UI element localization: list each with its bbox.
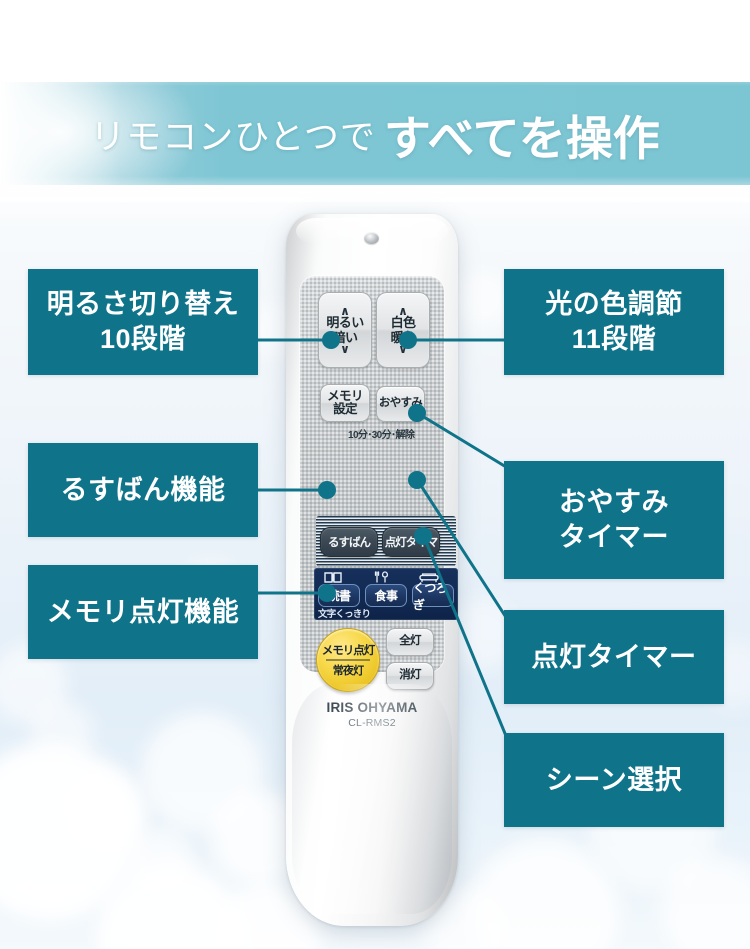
callout-rusuban[interactable]: るすばん機能 xyxy=(28,443,258,537)
color-temperature-key[interactable]: ∧ 白色 暖色 ∨ xyxy=(376,292,430,368)
callout-brightness[interactable]: 明るさ切り替え 10段階 xyxy=(28,269,258,375)
bokeh-light xyxy=(452,270,512,330)
callout-memory-light[interactable]: メモリ点灯機能 xyxy=(28,565,258,659)
callout-on-timer[interactable]: 点灯タイマー xyxy=(504,610,724,704)
page-title: リモコンひとつで すべてを操作 xyxy=(0,96,750,172)
brightness-up-label: 明るい xyxy=(326,315,364,331)
scene-panel: 読書 食事 くつろぎ 文字くっきり xyxy=(314,568,458,620)
callout-scene-select[interactable]: シーン選択 xyxy=(504,733,724,827)
book-icon xyxy=(322,571,344,583)
model-number: CL-RMS2 xyxy=(348,717,396,729)
memory-set-line1: メモリ xyxy=(327,389,363,404)
on-timer-key[interactable]: 点灯タイマ xyxy=(382,527,440,557)
callout-color-adjust[interactable]: 光の色調節 11段階 xyxy=(504,269,724,375)
rusuban-key[interactable]: るすばん xyxy=(320,527,378,557)
callout-on-timer-line1: 点灯タイマー xyxy=(531,641,697,672)
callout-memory-light-line1: メモリ点灯機能 xyxy=(46,596,240,627)
memory-set-line2: 設定 xyxy=(333,402,357,416)
callout-scene-select-line1: シーン選択 xyxy=(545,764,683,795)
scene-reading-key[interactable]: 読書 xyxy=(318,584,360,607)
memory-set-key[interactable]: メモリ 設定 xyxy=(320,384,370,422)
callout-color-adjust-line2: 11段階 xyxy=(571,324,657,354)
callout-rusuban-line1: るすばん機能 xyxy=(60,474,226,505)
remote-keypad-panel: ∧ 明るい 暗い ∨ ∧ 白色 暖色 ∨ メモリ 設定 おやすみ 10分･30分… xyxy=(300,276,458,729)
page-title-light: リモコンひとつで xyxy=(90,117,376,157)
chevron-up-icon: ∧ xyxy=(340,304,350,319)
callout-color-adjust-line1: 光の色調節 xyxy=(545,289,683,320)
chevron-down-icon: ∨ xyxy=(340,341,350,356)
memory-light-divider xyxy=(326,659,370,661)
cutlery-icon xyxy=(370,571,392,583)
light-off-label: 消灯 xyxy=(399,669,421,682)
callout-sleep-timer-line2: タイマー xyxy=(559,522,669,552)
memory-light-line2: 常夜灯 xyxy=(332,664,364,677)
all-light-on-key[interactable]: 全灯 xyxy=(386,628,434,656)
sleep-timer-note: 10分･30分･解除 xyxy=(348,430,415,441)
brand-name: IRIS OHYAMA xyxy=(326,700,418,715)
page-title-bold: すべてを操作 xyxy=(383,111,660,165)
all-light-on-label: 全灯 xyxy=(399,635,421,648)
scene-note: 文字くっきり xyxy=(318,609,371,620)
color-white-label: 白色 xyxy=(390,315,416,331)
light-off-key[interactable]: 消灯 xyxy=(386,662,434,690)
scene-reading-label: 読書 xyxy=(327,589,351,603)
callout-sleep-timer[interactable]: おやすみ タイマー xyxy=(504,461,724,579)
memory-light-key[interactable]: メモリ点灯 常夜灯 xyxy=(316,628,380,692)
remote-control: ∧ 明るい 暗い ∨ ∧ 白色 暖色 ∨ メモリ 設定 おやすみ 10分･30分… xyxy=(286,214,458,926)
scene-dining-label: 食事 xyxy=(374,589,398,603)
sleep-timer-key[interactable]: おやすみ xyxy=(376,386,425,422)
scene-relax-label: くつろぎ xyxy=(413,580,448,612)
bokeh-light xyxy=(30,700,94,764)
on-timer-label: 点灯タイマ xyxy=(384,537,438,549)
bokeh-light xyxy=(124,828,194,898)
callout-brightness-line1: 明るさ切り替え xyxy=(46,289,240,320)
callout-brightness-line2: 10段階 xyxy=(99,324,187,354)
scene-relax-key[interactable]: くつろぎ xyxy=(412,581,454,612)
chevron-down-icon: ∨ xyxy=(398,341,408,356)
bokeh-light xyxy=(660,856,750,949)
scene-dining-key[interactable]: 食事 xyxy=(365,584,407,607)
brightness-key[interactable]: ∧ 明るい 暗い ∨ xyxy=(318,292,372,368)
callout-sleep-timer-line1: おやすみ xyxy=(559,487,669,518)
sleep-timer-label: おやすみ xyxy=(378,397,423,410)
ir-emitter-icon xyxy=(364,232,379,244)
brand-area: IRIS OHYAMA CL-RMS2 xyxy=(300,700,444,729)
header-band xyxy=(0,82,750,185)
memory-light-line1: メモリ点灯 xyxy=(321,645,375,658)
chevron-up-icon: ∧ xyxy=(398,304,408,319)
rusuban-label: るすばん xyxy=(328,537,371,549)
